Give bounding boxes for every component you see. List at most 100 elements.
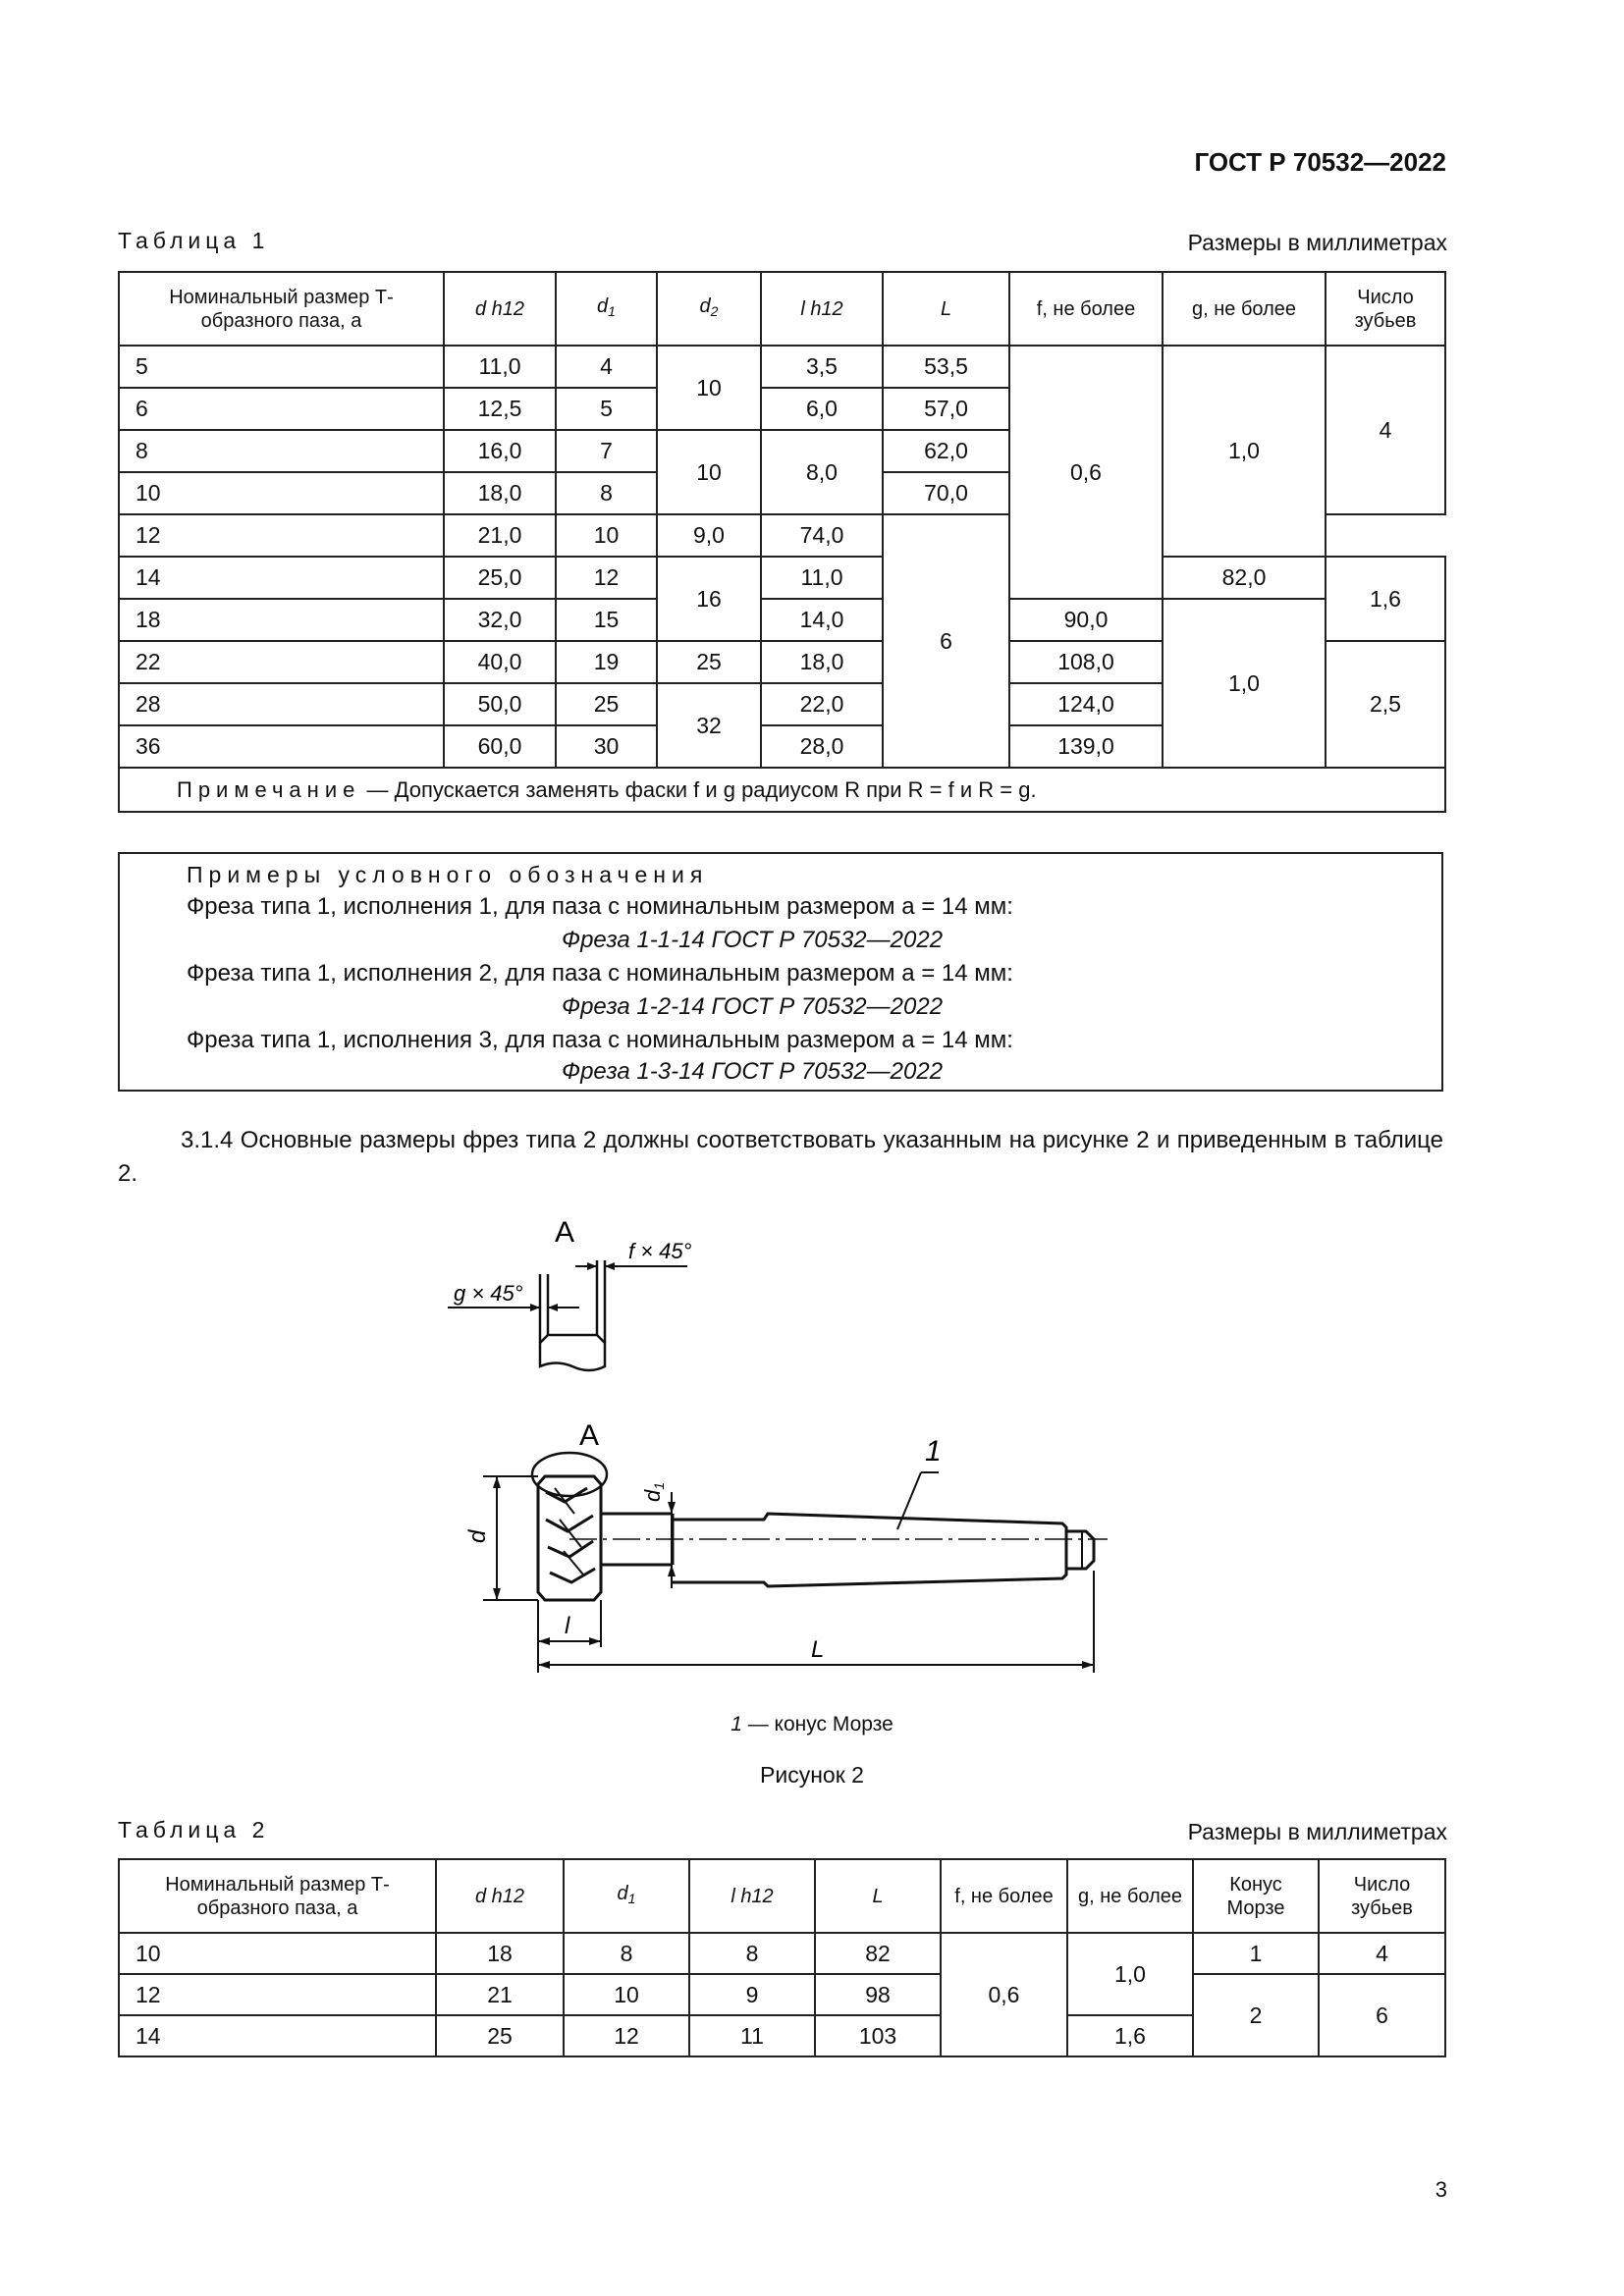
table1-note-row: Примечание — Допускается заменять фаски … [118,767,1446,813]
cell-L: 108,0 [1008,640,1164,684]
table1-header-row: Номинальный размер Т-образного паза, a d… [118,271,1446,347]
table-row: 36 60,0 30 28,0 139,0 [118,724,1445,769]
cell-d2: 25 [656,640,762,684]
cell-d2: 32 [656,682,762,769]
cell-L: 53,5 [882,345,1010,389]
cell-d1: 19 [555,640,658,684]
cell-L: 62,0 [882,429,1010,473]
table-row: 6 12,5 5 6,0 57,0 [118,387,1445,431]
label-g: g × 45° [454,1281,523,1306]
cell-d2: 10 [656,345,762,431]
table1-caption: Таблица 1 [118,228,270,253]
cell-l: 9,0 [656,513,762,558]
cell-g: 2,5 [1325,640,1446,769]
cell-d: 11,0 [443,345,557,389]
table-row: 14 25 12 11 103 1,6 [118,2014,1445,2057]
cell-d1: 7 [555,429,658,473]
header-cell: Номинальный размер Т-образного паза, a [118,1858,437,1934]
cell-a: 6 [118,387,445,431]
table-row: 28 50,0 25 32 22,0 124,0 [118,682,1445,769]
table-row: 14 25,0 12 16 11,0 82,0 1,6 [118,556,1446,642]
examples-box: Примеры условного обозначения Фреза типа… [118,852,1443,1092]
figure-caption: Рисунок 2 [760,1762,864,1788]
examples-title: Примеры условного обозначения [187,862,709,887]
cell-d: 16,0 [443,429,557,473]
cell-l: 11,0 [760,556,884,600]
cell-g: 1,0 [1066,1932,1194,2016]
cell-f: 0,6 [1008,345,1164,600]
table-row: 18 32,0 15 14,0 90,0 1,0 [118,598,1445,769]
cell-l: 3,5 [760,345,884,389]
cell-d1: 25 [555,682,658,726]
cell-L: 57,0 [882,387,1010,431]
header-cell: Число зубьев [1318,1858,1446,1934]
label-f: f × 45° [628,1239,692,1263]
cell-d2: 10 [656,429,762,515]
table-row: 12 21,0 10 9,0 74,0 6 [118,513,1445,769]
header-cell: f, не более [940,1858,1068,1934]
cell-z: 4 [1325,345,1446,515]
example-line: Фреза типа 1, исполнения 2, для паза с н… [187,960,1013,987]
table-row: 12 21 10 9 98 2 6 [118,1973,1446,2057]
document-code: ГОСТ Р 70532—2022 [1194,147,1446,177]
cell-l: 9 [688,1973,816,2016]
cell-a: 8 [118,429,445,473]
label-a: A [579,1419,599,1452]
label-d1: d1 [640,1482,667,1502]
cell-a: 28 [118,682,445,726]
cell-L: 74,0 [760,513,884,558]
cell-d: 32,0 [443,598,557,642]
cell-a: 18 [118,598,445,642]
table-row: 22 40,0 19 25 18,0 108,0 2,5 [118,640,1446,769]
figure-legend: 1 — конус Морзе [0,1713,1624,1736]
example-designation: Фреза 1-2-14 ГОСТ Р 70532—2022 [562,993,944,1020]
cell-g: 1,6 [1325,556,1446,642]
table-row: 8 16,0 7 10 8,0 62,0 [118,429,1445,515]
cell-d: 40,0 [443,640,557,684]
cell-d1: 15 [555,598,658,642]
cell-morse: 1 [1192,1932,1320,1975]
cell-z: 6 [1318,1973,1446,2057]
detail-a [448,1260,687,1372]
page-number: 3 [1435,2177,1447,2202]
cell-f: 0,6 [940,1932,1068,2057]
note-text: — Допускается заменять фаски f и g радиу… [366,776,1037,802]
cell-a: 12 [118,1973,437,2016]
cell-morse: 2 [1192,1973,1320,2057]
cell-d1: 30 [555,724,658,769]
cell-a: 5 [118,345,445,389]
cell-f: 1,0 [1162,598,1326,769]
cell-d: 21,0 [443,513,557,558]
cell-d1: 8 [555,471,658,515]
cell-L: 82 [814,1932,942,1975]
header-cell: L [882,271,1010,347]
cell-l: 28,0 [760,724,884,769]
cell-d: 18 [435,1932,565,1975]
header-cell: f, не более [1008,271,1164,347]
cell-a: 10 [118,471,445,515]
header-cell: d1 [563,1858,690,1934]
label-1: 1 [925,1435,942,1468]
example-designation: Фреза 1-3-14 ГОСТ Р 70532—2022 [562,1058,944,1085]
cell-l: 8 [688,1932,816,1975]
cell-z: 4 [1318,1932,1446,1975]
cell-d1: 10 [563,1973,690,2016]
cell-L: 124,0 [1008,682,1164,726]
cell-d1: 10 [555,513,658,558]
legend-number: 1 [731,1713,742,1735]
cell-a: 12 [118,513,445,558]
cell-g: 1,6 [1066,2014,1194,2057]
table-row: 10 18 8 8 82 0,6 1,0 1 4 [118,1932,1446,2057]
cell-L: 70,0 [882,471,1010,515]
cell-a: 14 [118,556,445,600]
cell-g: 1,0 [1162,345,1326,558]
cell-L: 103 [814,2014,942,2057]
paragraph-3-1-4: 3.1.4 Основные размеры фрез типа 2 должн… [118,1127,1443,1187]
label-d: d [464,1529,491,1543]
note-label: Примечание [177,776,361,802]
cell-l: 14,0 [760,598,884,642]
cell-l: 18,0 [760,640,884,684]
cell-d1: 8 [563,1932,690,1975]
table2: Номинальный размер Т-образного паза, a d… [118,1858,1446,2057]
cell-L: 82,0 [1162,556,1326,600]
